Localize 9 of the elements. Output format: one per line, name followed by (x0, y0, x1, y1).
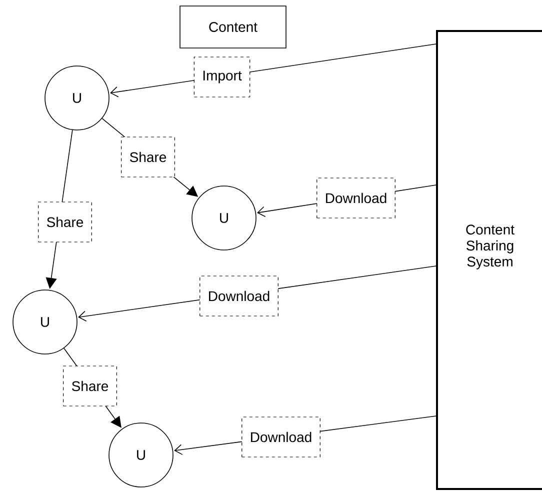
edge-label: Share (63, 366, 117, 406)
content-box: Content (180, 6, 286, 48)
edge-label: Download (200, 276, 278, 316)
edge-label: Import (194, 56, 250, 98)
system-box: Content Sharing System (436, 30, 542, 490)
edge-label: Download (242, 416, 320, 458)
edge-label: Download (316, 178, 396, 218)
edge-label: Share (121, 136, 175, 178)
edge-label: Share (38, 202, 92, 242)
